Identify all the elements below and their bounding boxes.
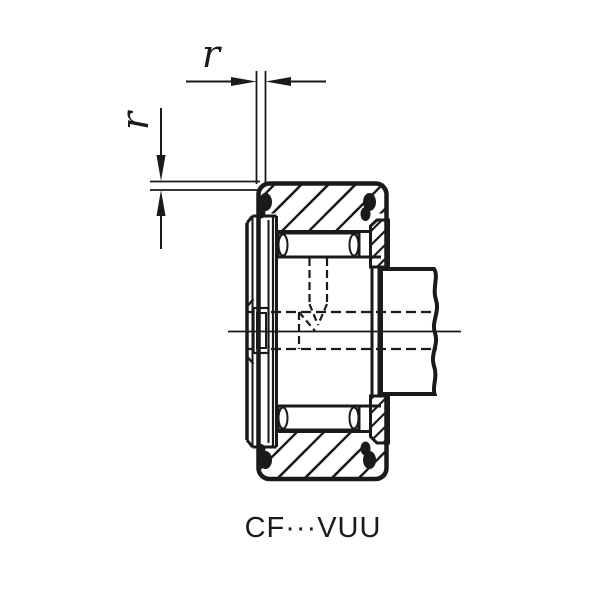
- arrowhead-left-icon: [265, 77, 291, 86]
- arrowhead-up-icon: [156, 190, 166, 216]
- grease-hole-hidden-lines: [271, 258, 437, 351]
- dimension-left-radius: r: [113, 108, 260, 249]
- radius-label-top: r: [202, 32, 223, 76]
- seal-icon: [256, 193, 376, 469]
- dimension-top-radius: r: [186, 32, 326, 184]
- radius-label-left: r: [113, 109, 157, 130]
- hex-socket-icon: [247, 298, 270, 365]
- arrowhead-right-icon: [231, 77, 257, 86]
- arrowhead-down-icon: [156, 155, 166, 181]
- needle-rollers-icon: [276, 231, 361, 432]
- model-code-label: CF···VUU: [245, 512, 382, 544]
